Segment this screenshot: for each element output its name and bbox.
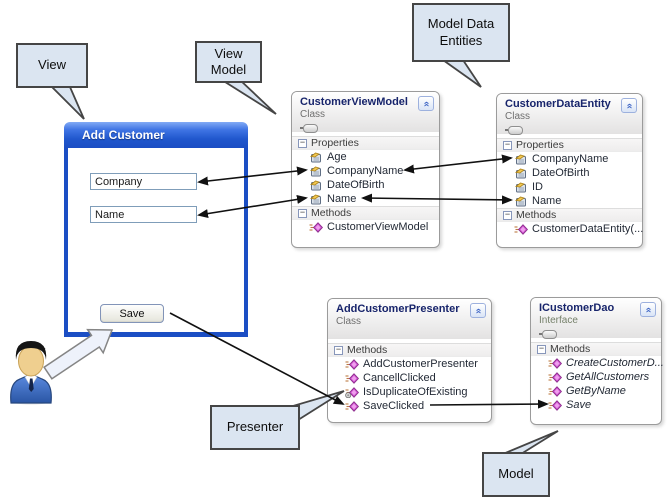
member-row: CustomerViewModel xyxy=(292,220,439,234)
chevron-up-icon: « xyxy=(643,306,654,313)
property-icon xyxy=(514,168,528,179)
class-box-header: CustomerViewModel Class « xyxy=(292,92,439,133)
member-row: DateOfBirth xyxy=(497,166,642,180)
member-row: Name xyxy=(497,194,642,208)
callout-model: Model xyxy=(482,452,550,497)
properties-section-header: − Properties xyxy=(292,136,439,150)
class-title: CustomerDataEntity xyxy=(505,98,611,110)
class-kind: Class xyxy=(336,316,362,327)
private-method-icon xyxy=(345,387,359,398)
name-field[interactable] xyxy=(90,206,197,223)
member-row: Name xyxy=(292,192,439,206)
class-title: CustomerViewModel xyxy=(300,96,408,108)
collapse-button[interactable]: « xyxy=(470,303,486,318)
method-icon xyxy=(345,373,359,384)
shape-lozenge-icon xyxy=(300,124,318,133)
callout-presenter: Presenter xyxy=(210,405,300,450)
shape-lozenge-icon xyxy=(505,126,523,135)
property-icon xyxy=(514,154,528,165)
section-expander-icon[interactable]: − xyxy=(537,343,546,354)
methods-section-header: − Methods xyxy=(328,343,491,357)
method-icon xyxy=(548,372,562,383)
method-icon xyxy=(345,401,359,412)
chevron-up-icon: « xyxy=(473,307,484,314)
callout-tail-view xyxy=(49,86,85,120)
window-title-bar: Add Customer xyxy=(64,122,248,148)
class-title: ICustomerDao xyxy=(539,302,615,314)
window-title: Add Customer xyxy=(82,128,165,142)
callout-view-model: View Model xyxy=(195,41,262,83)
class-box-add-customer-presenter: AddCustomerPresenter Class « − Methods A… xyxy=(327,298,492,423)
section-expander-icon[interactable]: − xyxy=(503,139,512,150)
class-kind: Class xyxy=(505,111,531,122)
section-expander-icon[interactable]: − xyxy=(298,137,307,148)
class-title: AddCustomerPresenter xyxy=(336,303,460,315)
member-row: Age xyxy=(292,150,439,164)
member-row: CancellClicked xyxy=(328,371,491,385)
member-row: CustomerDataEntity(... xyxy=(497,222,643,236)
member-row: CompanyName xyxy=(497,152,642,166)
class-box-customer-data-entity: CustomerDataEntity Class « − Properties … xyxy=(496,93,643,248)
method-icon xyxy=(548,400,562,411)
callout-tail-view-model xyxy=(218,79,277,115)
class-box-header: AddCustomerPresenter Class « xyxy=(328,299,491,339)
method-icon xyxy=(514,224,528,235)
company-field[interactable] xyxy=(90,173,197,190)
class-box-header: ICustomerDao Interface « xyxy=(531,298,661,339)
property-icon xyxy=(514,182,528,193)
property-icon xyxy=(514,196,528,207)
callout-tail-model xyxy=(502,430,559,455)
method-icon xyxy=(309,222,323,233)
section-expander-icon[interactable]: − xyxy=(334,344,343,355)
collapse-button[interactable]: « xyxy=(640,302,656,317)
callout-tail-model-data-entities xyxy=(440,59,482,88)
property-icon xyxy=(309,194,323,205)
property-icon xyxy=(309,180,323,191)
shape-lozenge-icon xyxy=(539,330,557,339)
add-customer-window: Add Customer Save xyxy=(64,122,248,337)
methods-section-header: − Methods xyxy=(531,342,661,356)
class-box-icustomer-dao: ICustomerDao Interface « − Methods Creat… xyxy=(530,297,664,425)
method-icon xyxy=(548,358,562,369)
member-row: SaveClicked xyxy=(328,399,491,413)
save-button[interactable]: Save xyxy=(100,304,164,323)
section-expander-icon[interactable]: − xyxy=(503,209,512,220)
method-icon xyxy=(548,386,562,397)
member-row: Save xyxy=(531,398,661,412)
member-row: ID xyxy=(497,180,642,194)
method-icon xyxy=(345,359,359,370)
member-row: GetByName xyxy=(531,384,661,398)
member-row: IsDuplicateOfExisting xyxy=(328,385,491,399)
member-row: GetAllCustomers xyxy=(531,370,661,384)
chevron-up-icon: « xyxy=(421,100,432,107)
class-kind: Class xyxy=(300,109,326,120)
person-icon xyxy=(10,341,52,405)
collapse-button[interactable]: « xyxy=(621,98,637,113)
property-icon xyxy=(309,166,323,177)
class-kind: Interface xyxy=(539,315,578,326)
properties-section-header: − Properties xyxy=(497,138,642,152)
section-expander-icon[interactable]: − xyxy=(298,207,307,218)
member-row: AddCustomerPresenter xyxy=(328,357,491,371)
member-row: CreateCustomerD... xyxy=(531,356,664,370)
class-box-header: CustomerDataEntity Class « xyxy=(497,94,642,135)
callout-view: View xyxy=(16,43,88,88)
member-row: CompanyName xyxy=(292,164,439,178)
member-row: DateOfBirth xyxy=(292,178,439,192)
methods-section-header: − Methods xyxy=(292,206,439,220)
class-box-customer-view-model: CustomerViewModel Class « − Properties A… xyxy=(291,91,440,248)
window-content: Save xyxy=(64,148,248,337)
methods-section-header: − Methods xyxy=(497,208,642,222)
chevron-up-icon: « xyxy=(624,102,635,109)
collapse-button[interactable]: « xyxy=(418,96,434,111)
property-icon xyxy=(309,152,323,163)
callout-model-data-entities: Model Data Entities xyxy=(412,3,510,62)
